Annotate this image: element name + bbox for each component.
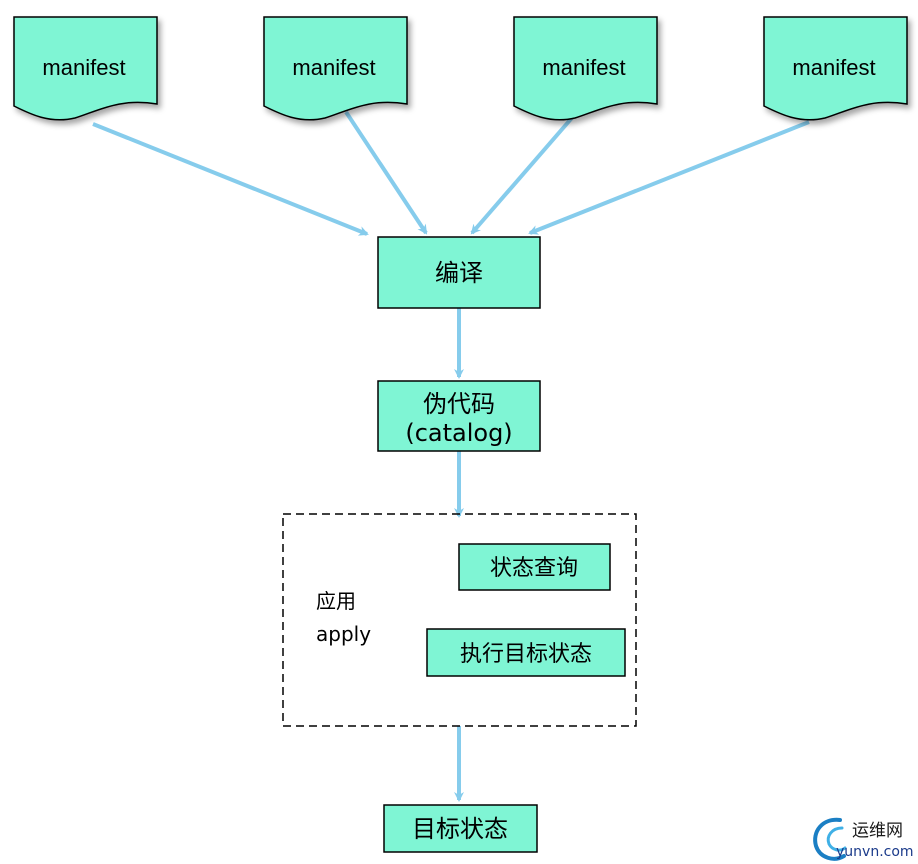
pseudocode-node: 伪代码 (catalog) xyxy=(377,380,541,452)
swirl-logo-icon xyxy=(813,817,847,861)
arrow-manifest-2-to-compile xyxy=(344,110,428,235)
arrow-manifest-1-to-compile xyxy=(92,122,369,236)
execute-target-node: 执行目标状态 xyxy=(426,628,626,677)
apply-group: 应用 apply 状态查询 执行目标状态 xyxy=(282,513,637,727)
apply-label-line2: apply xyxy=(316,622,371,646)
manifest-label: manifest xyxy=(542,55,625,80)
manifest-doc-1: manifest xyxy=(13,16,158,121)
watermark-domain: yunvn.com xyxy=(836,844,914,860)
manifest-doc-3: manifest xyxy=(513,16,658,121)
compile-label: 编译 xyxy=(435,259,483,287)
execute-target-label: 执行目标状态 xyxy=(460,642,592,667)
pseudocode-label-line1: 伪代码 xyxy=(423,390,495,418)
state-query-node: 状态查询 xyxy=(458,543,611,591)
state-query-label: 状态查询 xyxy=(490,556,578,581)
manifest-label: manifest xyxy=(292,55,375,80)
arrow-manifest-4-to-compile xyxy=(528,120,810,235)
arrow-manifest-3-to-compile xyxy=(470,110,579,235)
manifest-doc-2: manifest xyxy=(263,16,408,121)
arrows xyxy=(92,110,810,802)
target-state-label: 目标状态 xyxy=(412,815,508,843)
manifest-label: manifest xyxy=(42,55,125,80)
pseudocode-label-line2: (catalog) xyxy=(405,419,512,447)
target-state-node: 目标状态 xyxy=(383,804,538,853)
compile-node: 编译 xyxy=(377,236,541,309)
watermark-name: 运维网 xyxy=(852,821,903,841)
manifest-doc-4: manifest xyxy=(763,16,908,121)
manifest-label: manifest xyxy=(792,55,875,80)
apply-label-line1: 应用 xyxy=(316,589,356,613)
watermark: 运维网 yunvn.com xyxy=(813,817,914,861)
